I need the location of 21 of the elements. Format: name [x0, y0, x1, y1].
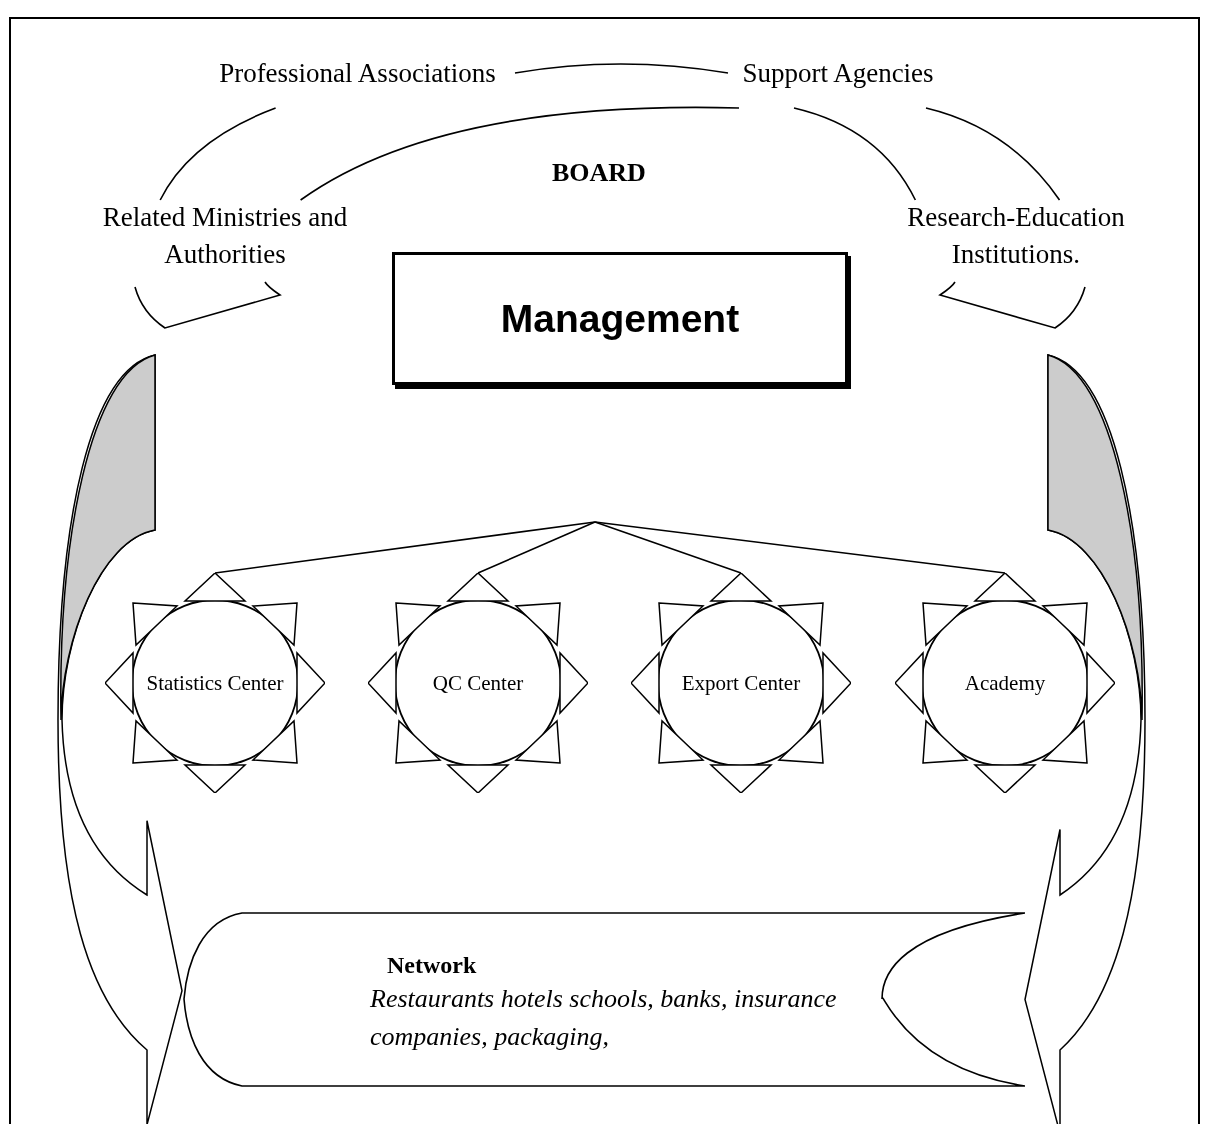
arc-line [514, 63, 729, 74]
arc-line [299, 106, 740, 201]
stakeholder-label: Professional Associations [219, 56, 496, 90]
arc-line [159, 107, 277, 201]
stakeholder-label: Research-Education Institutions. [906, 201, 1126, 271]
network-heading: Network [387, 952, 477, 979]
branch-line [594, 521, 742, 574]
board-label: BOARD [552, 158, 646, 188]
arc-line [925, 107, 1061, 201]
stakeholder-label: Support Agencies [742, 56, 934, 90]
box-label: Management [500, 296, 740, 341]
circle-label: Export Center [681, 670, 801, 697]
circle-label: Statistics Center [146, 670, 284, 697]
network-description: Restaurants hotels schools, banks, insurance companies, packaging, [370, 983, 838, 1053]
stakeholder-label: Related Ministries and Authorities [101, 201, 349, 271]
branch-line [594, 521, 1006, 574]
circle-label: QC Center [432, 670, 524, 697]
branch-line [214, 521, 596, 574]
arc-line [793, 107, 917, 201]
branch-line [477, 521, 596, 574]
circle-label: Academy [964, 670, 1046, 697]
